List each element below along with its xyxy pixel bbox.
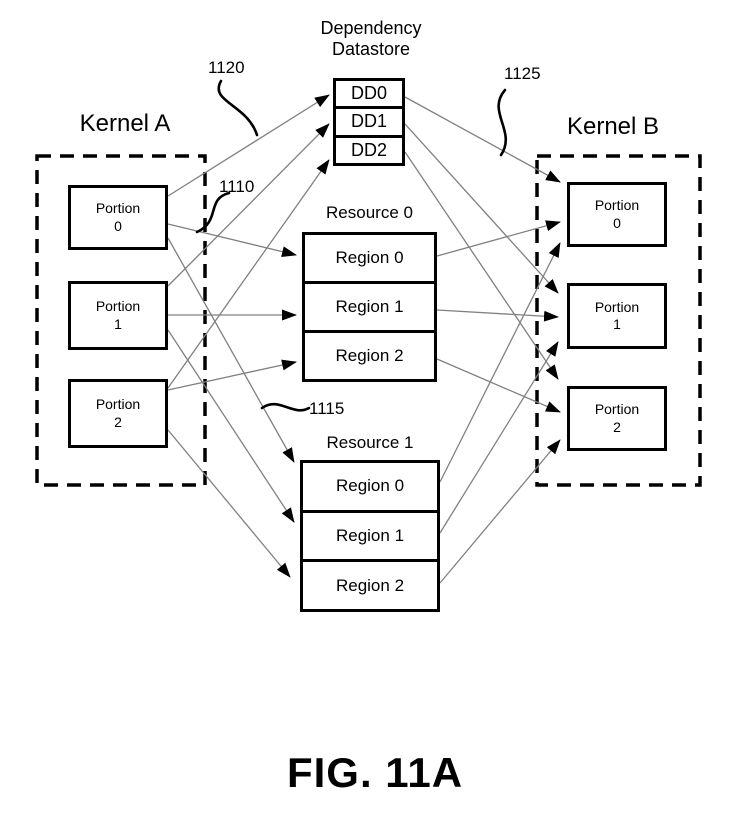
kernel-b-boundary <box>535 154 702 487</box>
connector-portion-a0-to-dd0 <box>167 94 330 197</box>
kernel-a-portion-0: Portion 0 <box>68 185 168 250</box>
leader-1110 <box>195 191 231 234</box>
connector-resource0-region0-to-portion-b0 <box>436 220 561 257</box>
connector-portion-a2-to-resource0-region2 <box>167 359 297 391</box>
resource0-region2: Region 2 <box>305 330 434 379</box>
leader-1115 <box>260 402 311 412</box>
connector-portion-a1-to-dd1 <box>167 123 330 287</box>
connector-portion-a1-to-resource1-region1 <box>167 329 295 523</box>
ref-1110: 1110 <box>219 177 255 196</box>
connector-portion-a0-to-resource0-region0 <box>167 223 297 258</box>
resource-1: Region 0 Region 1 Region 2 <box>300 460 440 612</box>
resource1-region1: Region 1 <box>303 509 437 560</box>
connector-resource1-region2-to-portion-b2 <box>439 439 561 584</box>
resource1-region2: Region 2 <box>303 559 437 610</box>
resource-0: Region 0 Region 1 Region 2 <box>302 232 437 382</box>
portion-index: 2 <box>613 418 621 435</box>
leader-1120 <box>217 79 259 137</box>
kernel-b-title: Kernel B <box>566 113 660 140</box>
datastore-title-line2: Datastore <box>331 39 411 59</box>
portion-label: Portion <box>95 200 141 216</box>
resource1-region0: Region 0 <box>303 463 437 510</box>
kernel-a-boundary <box>35 154 207 487</box>
connector-resource1-region0-to-portion-b0 <box>439 242 561 483</box>
connector-portion-a2-to-dd2 <box>167 159 330 389</box>
connector-dd0-to-portion-b0 <box>404 96 561 183</box>
portion-index: 0 <box>613 214 621 231</box>
kernel-b-portion-1: Portion 1 <box>567 283 667 349</box>
resource0-region1: Region 1 <box>305 281 434 330</box>
portion-index: 1 <box>114 315 122 332</box>
kernel-a-portion-1: Portion 1 <box>68 281 168 350</box>
portion-index: 2 <box>114 413 122 430</box>
dd0-cell: DD0 <box>336 81 402 107</box>
portion-label: Portion <box>95 396 141 412</box>
connector-portion-a2-to-resource1-region2 <box>167 429 291 578</box>
kernel-a-portion-2: Portion 2 <box>68 379 168 448</box>
portion-label: Portion <box>594 298 640 315</box>
connector-dd1-to-portion-b1 <box>404 123 559 294</box>
ref-1125: 1125 <box>504 64 541 83</box>
connector-resource0-region2-to-portion-b2 <box>436 358 561 413</box>
ref-1120: 1120 <box>208 58 245 77</box>
resource-1-title: Resource 1 <box>326 433 414 452</box>
portion-label: Portion <box>95 298 141 314</box>
dd1-cell: DD1 <box>336 106 402 135</box>
datastore-title: Dependency Datastore <box>296 16 446 62</box>
portion-label: Portion <box>594 197 640 213</box>
kernel-a-title: Kernel A <box>79 110 171 137</box>
portion-index: 1 <box>613 316 621 332</box>
kernel-b-portion-2: Portion 2 <box>567 386 667 451</box>
leader-1125 <box>497 88 508 157</box>
figure-caption: FIG. 11A <box>286 749 464 796</box>
ref-1115: 1115 <box>309 399 345 418</box>
kernel-b-portion-0: Portion 0 <box>567 182 667 247</box>
resource-0-title: Resource 0 <box>326 203 413 222</box>
resource0-region0: Region 0 <box>305 235 434 281</box>
connector-portion-a0-to-resource1-region0 <box>167 237 295 463</box>
dependency-datastore: DD0 DD1 DD2 <box>333 78 405 166</box>
portion-label: Portion <box>594 401 640 417</box>
connector-resource0-region1-to-portion-b1 <box>436 309 559 322</box>
portion-index: 0 <box>114 217 122 234</box>
dd2-cell: DD2 <box>336 134 402 163</box>
connector-resource1-region1-to-portion-b1 <box>439 341 559 534</box>
connector-dd2-to-portion-b2 <box>404 151 559 380</box>
datastore-title-line1: Dependency <box>320 17 422 38</box>
